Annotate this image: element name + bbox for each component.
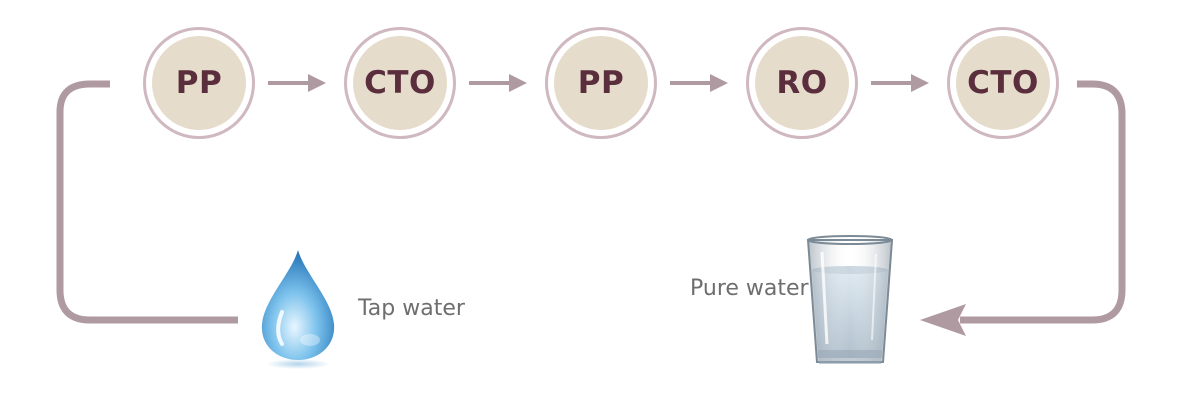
tap-water-label: Tap water bbox=[358, 296, 465, 321]
stage-2-cto: CTO bbox=[344, 27, 456, 139]
stage-1-pp: PP bbox=[143, 27, 255, 139]
stage-arrow-2 bbox=[469, 74, 527, 92]
outlet-connector bbox=[960, 80, 1126, 324]
stage-label: CTO bbox=[967, 65, 1039, 101]
stage-4-ro: RO bbox=[746, 27, 858, 139]
stage-arrow-4 bbox=[871, 74, 929, 92]
stage-3-pp: PP bbox=[545, 27, 657, 139]
stage-label: RO bbox=[776, 65, 828, 101]
stage-5-cto: CTO bbox=[947, 27, 1059, 139]
stage-arrow-1 bbox=[268, 74, 326, 92]
stage-arrow-3 bbox=[670, 74, 728, 92]
outlet-arrowhead bbox=[920, 304, 966, 336]
pure-water-label: Pure water bbox=[690, 276, 809, 301]
stage-label: CTO bbox=[364, 65, 436, 101]
water-glass-icon bbox=[800, 232, 900, 372]
stage-label: PP bbox=[577, 65, 625, 101]
stage-label: PP bbox=[175, 65, 223, 101]
water-drop-icon bbox=[252, 246, 344, 372]
inlet-connector bbox=[56, 80, 238, 324]
